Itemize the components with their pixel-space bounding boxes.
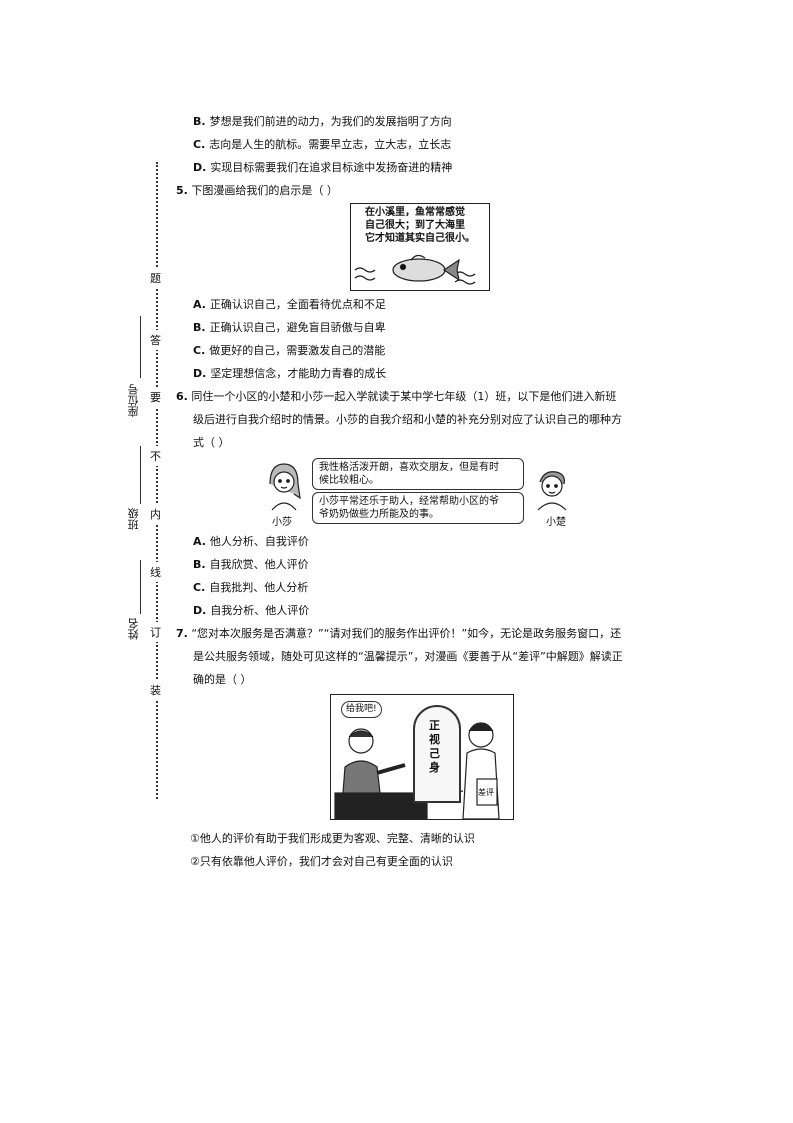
binding-char: 订	[150, 622, 161, 642]
class-line	[140, 446, 141, 504]
q5-option-a: A.正确认识自己，全面看待优点和不足	[193, 298, 386, 311]
fish-eye-icon	[399, 263, 407, 271]
binding-char: 要	[150, 387, 161, 407]
q6-stem-line: 6. 同住一个小区的小楚和小莎一起入学就读于某中学七年级（1）班，以下是他们进入…	[176, 390, 617, 403]
seat-number-label: 座位号	[127, 384, 140, 417]
bubble-line: 爷奶奶做些力所能及的事。	[319, 509, 439, 520]
q6-option-c: C.自我批判、他人分析	[193, 581, 309, 594]
comic-illustration	[334, 722, 500, 819]
bubble-line: 我性格活泼开朗，喜欢交朋友，但是有时	[319, 462, 499, 473]
boy-xiaochu-icon	[537, 471, 567, 511]
fish-comic: 在小溪里，鱼常常感觉 自己很大；到了大海里 它才知道其实自己很小。	[350, 203, 490, 291]
binding-dotted-line	[156, 162, 158, 799]
q6-stem-line: 式（ ）	[193, 436, 230, 449]
q6-option-b: B.自我欣赏、他人评价	[193, 558, 309, 571]
q5-stem: 5. 下图漫画给我们的启示是（ ）	[176, 184, 338, 197]
fish-comic-caption: 在小溪里，鱼常常感觉 自己很大；到了大海里 它才知道其实自己很小。	[365, 206, 475, 245]
xiaosha-name: 小莎	[272, 517, 292, 528]
comic-speech: 给我吧!	[341, 701, 382, 718]
binding-char: 装	[150, 680, 161, 700]
q7-stem-line: 7. “您对本次服务是否满意？”“请对我们的服务作出评价！”如今，无论是政务服务…	[176, 627, 622, 640]
name-line	[140, 560, 141, 614]
desk-icon	[334, 792, 428, 819]
gravestone-text: 正视己身	[429, 719, 440, 774]
paper-icon	[476, 778, 498, 806]
binding-char: 线	[150, 562, 161, 582]
q5-option-d: D.坚定理想信念，才能助力青春的成长	[193, 367, 387, 380]
binding-char: 内	[150, 504, 161, 524]
name-label: 姓名	[127, 618, 140, 640]
q4-option-c: C.志向是人生的航标。需要早立志，立大志，立长志	[193, 138, 452, 151]
q5-option-b: B.正确认识自己，避免盲目骄傲与自卑	[193, 321, 386, 334]
seat-number-line	[140, 316, 141, 378]
q7-stem-line: 是公共服务领域，随处可见这样的“温馨提示”，对漫画《要善于从“差评”中解题》解读…	[193, 650, 623, 663]
q6-option-d: D.自我分析、他人评价	[193, 604, 310, 617]
bad-review-paper: 差评	[478, 788, 494, 797]
bubble-line: 候比较粗心。	[319, 475, 379, 486]
fish-body-icon	[392, 258, 446, 282]
q6-option-a: A.他人分析、自我评价	[193, 535, 309, 548]
fish-caption-line: 它才知道其实自己很小。	[365, 233, 475, 244]
q7-statement-1: ①他人的评价有助于我们形成更为客观、完整、清晰的认识	[190, 832, 475, 845]
q6-stem-line: 级后进行自我介绍时的情景。小莎的自我介绍和小楚的补充分别对应了认识自己的哪种方	[193, 413, 622, 426]
bubble-line: 小莎平常还乐于助人，经常帮助小区的爷	[319, 496, 499, 507]
wave-icon	[354, 275, 376, 281]
wave-icon	[354, 267, 376, 273]
fish-caption-line: 在小溪里，鱼常常感觉	[365, 207, 465, 218]
speech-bubble-xiaosha: 我性格活泼开朗，喜欢交朋友，但是有时 候比较粗心。	[312, 458, 524, 490]
fish-tail-icon	[442, 258, 460, 282]
wave-icon	[454, 279, 476, 285]
evaluation-comic: 给我吧! 正视己身 差评	[330, 694, 514, 820]
speech-bubble-xiaochu: 小莎平常还乐于助人，经常帮助小区的爷 爷奶奶做些力所能及的事。	[312, 492, 524, 524]
q4-option-d: D.实现目标需要我们在追求目标途中发扬奋进的精神	[193, 161, 453, 174]
binding-char: 答	[150, 330, 161, 350]
class-label: 班级	[127, 508, 140, 530]
q4-option-b: B.梦想是我们前进的动力，为我们的发展指明了方向	[193, 115, 452, 128]
binding-char: 题	[150, 268, 161, 288]
fish-illustration	[354, 254, 476, 285]
q7-stem-line: 确的是（ ）	[193, 673, 252, 686]
girl-xiaosha-icon	[269, 463, 301, 511]
binding-char: 不	[150, 446, 161, 466]
q5-option-c: C.做更好的自己，需要激发自己的潜能	[193, 344, 386, 357]
xiaochu-name: 小楚	[546, 517, 566, 528]
fish-caption-line: 自己很大；到了大海里	[365, 220, 465, 231]
q7-statement-2: ②只有依靠他人评价，我们才会对自己有更全面的认识	[190, 855, 453, 868]
gravestone: 正视己身	[413, 705, 461, 803]
